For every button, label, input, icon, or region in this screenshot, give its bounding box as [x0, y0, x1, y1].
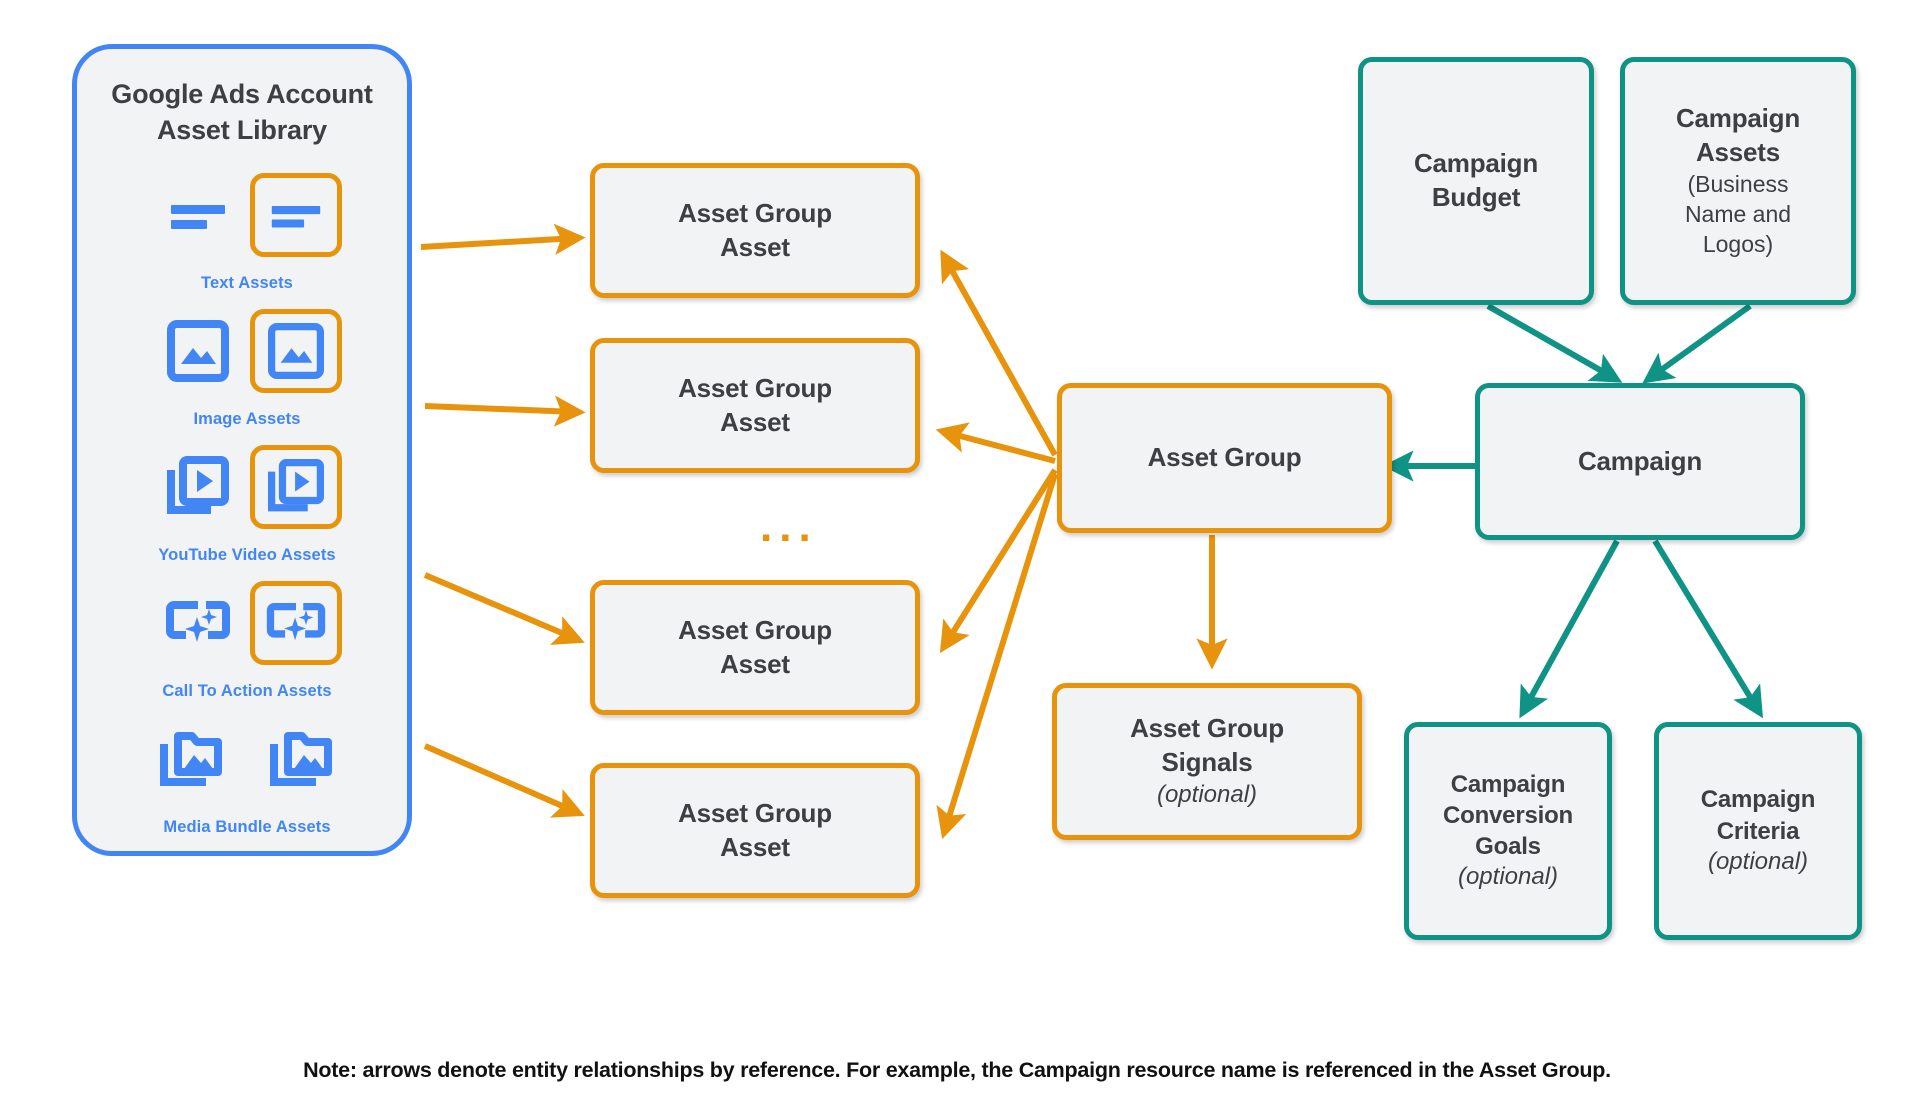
library-item-label: Media Bundle Assets: [163, 818, 331, 836]
library-item-call-to-action-assets[interactable]: Call To Action Assets: [77, 577, 417, 705]
edge-text-to-aga1: [420, 223, 586, 255]
campaign-assets-note2: Name and: [1684, 200, 1792, 227]
asset-group-box[interactable]: Asset Group: [1057, 383, 1392, 533]
library-title: Google Ads Account Asset Library: [77, 77, 407, 148]
campaign-assets-line2: Assets: [1695, 137, 1781, 168]
edge-image-to-aga2: [424, 395, 586, 427]
campaign-assets-note1: (Business: [1687, 170, 1789, 197]
image-asset-icon-selected[interactable]: [250, 309, 342, 393]
campaign-conversion-goals-line3: Goals: [1475, 833, 1541, 861]
call-to-action-icon: [152, 581, 244, 665]
asset-group-label: Asset Group: [1147, 442, 1302, 473]
library-item-label: YouTube Video Assets: [158, 546, 336, 564]
asset-group-asset-box[interactable]: Asset Group Asset: [590, 163, 920, 298]
campaign-conversion-goals-optional: (optional): [1457, 863, 1559, 891]
edge-campaign-to-criteria: [1652, 539, 1763, 719]
edge-ag-to-aga3: [939, 468, 1058, 654]
campaign-conversion-goals-line1: Campaign: [1450, 770, 1566, 798]
asset-group-signals-line1: Asset Group: [1130, 713, 1284, 744]
library-item-video-assets[interactable]: YouTube Video Assets: [77, 441, 417, 569]
campaign-criteria-line2: Criteria: [1716, 817, 1800, 845]
asset-group-asset-box[interactable]: Asset Group Asset: [590, 763, 920, 898]
library-item-label: Image Assets: [193, 410, 301, 428]
campaign-assets-note3: Logos): [1702, 230, 1774, 257]
campaign-conversion-goals-line2: Conversion: [1442, 802, 1574, 830]
asset-group-asset-box[interactable]: Asset Group Asset: [590, 338, 920, 473]
video-asset-icon-selected[interactable]: [250, 445, 342, 529]
asset-library-panel: Google Ads Account Asset Library Text As…: [72, 44, 412, 856]
campaign-budget-line1: Campaign: [1413, 148, 1539, 179]
asset-group-asset-box[interactable]: Asset Group Asset: [590, 580, 920, 715]
edge-video-to-aga3: [423, 572, 585, 645]
edge-campaign-assets-to-campaign: [1642, 303, 1752, 384]
image-asset-icon: [152, 309, 244, 393]
text-asset-icon-selected[interactable]: [250, 173, 342, 257]
campaign-criteria-line1: Campaign: [1700, 786, 1816, 814]
library-title-line2: Asset Library: [157, 114, 327, 145]
campaign-label: Campaign: [1577, 445, 1703, 476]
campaign-criteria-optional: (optional): [1707, 847, 1809, 875]
library-item-label: Call To Action Assets: [162, 682, 332, 700]
asset-group-asset-line1: Asset Group: [678, 614, 832, 645]
footnote: Note: arrows denote entity relationships…: [303, 1058, 1611, 1082]
edge-ag-to-aga1: [940, 249, 1058, 457]
edge-ag-to-aga4: [936, 473, 1058, 840]
library-item-image-assets[interactable]: Image Assets: [77, 305, 417, 433]
asset-group-asset-line1: Asset Group: [678, 197, 832, 228]
call-to-action-icon-selected[interactable]: [250, 581, 342, 665]
campaign-conversion-goals-box[interactable]: Campaign Conversion Goals (optional): [1404, 722, 1612, 940]
edge-budget-to-campaign: [1486, 303, 1623, 383]
library-item-text-assets[interactable]: Text Assets: [77, 169, 417, 297]
ellipsis-indicator: ...: [760, 502, 818, 551]
edge-campaign-to-conversion-goals: [1519, 539, 1620, 719]
campaign-budget-box[interactable]: Campaign Budget: [1358, 57, 1594, 305]
asset-group-asset-line1: Asset Group: [678, 797, 832, 828]
asset-group-asset-line1: Asset Group: [678, 372, 832, 403]
campaign-box[interactable]: Campaign: [1475, 383, 1805, 540]
asset-group-signals-box[interactable]: Asset Group Signals (optional): [1052, 683, 1362, 840]
asset-group-asset-line2: Asset: [720, 648, 790, 679]
asset-group-asset-line2: Asset: [720, 406, 790, 437]
video-asset-icon: [152, 445, 244, 529]
campaign-assets-box[interactable]: Campaign Assets (Business Name and Logos…: [1620, 57, 1856, 305]
asset-group-asset-line2: Asset: [720, 231, 790, 262]
media-bundle-asset-icon: [256, 717, 348, 801]
library-item-label: Text Assets: [201, 274, 293, 292]
campaign-criteria-box[interactable]: Campaign Criteria (optional): [1654, 722, 1862, 940]
library-title-line1: Google Ads Account: [111, 79, 373, 109]
text-asset-icon: [152, 173, 244, 257]
media-bundle-asset-icon: [146, 717, 238, 801]
asset-group-signals-optional: (optional): [1156, 780, 1258, 808]
asset-group-asset-line2: Asset: [720, 831, 790, 862]
campaign-assets-line1: Campaign: [1675, 103, 1801, 134]
library-item-media-bundle-assets[interactable]: Media Bundle Assets: [77, 713, 417, 841]
asset-group-signals-line2: Signals: [1161, 747, 1253, 778]
campaign-budget-line2: Budget: [1431, 182, 1521, 212]
edge-ag-to-aga2: [935, 422, 1056, 464]
edge-cta-to-aga4: [423, 743, 585, 818]
